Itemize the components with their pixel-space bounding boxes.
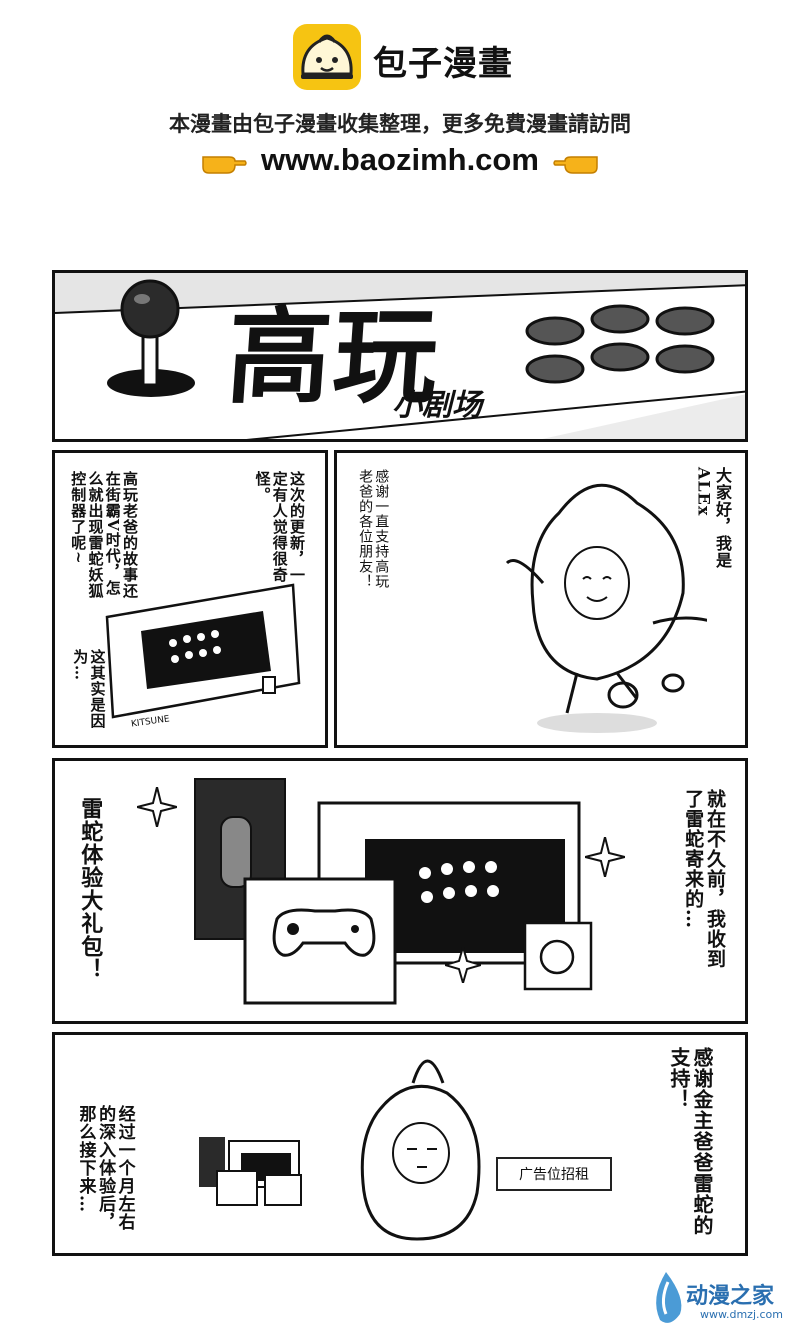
panel5-text-right: 感谢金主爸爸雷蛇的支持！ bbox=[667, 1047, 714, 1236]
footer-site-url: www.dmzj.com bbox=[700, 1308, 783, 1321]
sparkle-icon bbox=[585, 837, 625, 877]
razer-gift-pack-illustration bbox=[194, 778, 593, 1005]
pointing-hand-icon bbox=[553, 156, 598, 174]
bun-character-sitting bbox=[360, 1059, 481, 1241]
steamed-bun-logo-icon bbox=[293, 24, 361, 90]
panel-title bbox=[52, 270, 748, 442]
panel4-text-right: 就在不久前，我收到了雷蛇寄来的… bbox=[682, 789, 726, 969]
kitsune-controller-box bbox=[105, 583, 301, 719]
panel3-thanks: 感谢一直支持高玩老爸的各位朋友！ bbox=[357, 469, 390, 589]
site-url-link[interactable]: www.baozimh.com bbox=[261, 142, 539, 177]
panel-4: 就在不久前，我收到了雷蛇寄来的… 雷蛇体验大礼包！ bbox=[52, 758, 748, 1024]
panel-2: KITSUNE 这次的更新，一定有人觉得很奇怪。 高玩老爸的故事还在街霸V时代，… bbox=[52, 450, 328, 748]
arcade-buttons-icon bbox=[525, 304, 715, 384]
comic-subtitle: 小剧场 bbox=[392, 388, 482, 423]
panel-5: 经过一个月左右的深入体验后，那么接下来… 感谢金主爸爸雷蛇的支持！ bbox=[52, 1032, 748, 1256]
sparkle-icon bbox=[445, 947, 481, 983]
url-row: www.baozimh.com bbox=[0, 138, 800, 182]
footer-site-name: 动漫之家 bbox=[686, 1284, 775, 1309]
title-background-stripes bbox=[55, 273, 745, 439]
ad-sign: 广告位招租 bbox=[496, 1157, 612, 1191]
joystick-icon bbox=[107, 279, 195, 397]
panel2-text-a: 这次的更新，一定有人觉得很奇怪。 bbox=[253, 471, 307, 583]
panel5-text-left: 经过一个月左右的深入体验后，那么接下来… bbox=[75, 1105, 135, 1231]
sparkle-icon bbox=[607, 673, 685, 709]
panel2-text-c: 这其实是因为… bbox=[71, 649, 107, 729]
pointing-hand-icon bbox=[202, 156, 247, 174]
bun-character-waving bbox=[505, 483, 707, 733]
panel2-text-b: 高玩老爸的故事还在街霸V时代，怎么就出现雷蛇妖狐控制器了呢~ bbox=[69, 471, 139, 599]
panel4-text-left: 雷蛇体验大礼包！ bbox=[77, 797, 104, 981]
header-tagline: 本漫畫由包子漫畫收集整理，更多免費漫畫請訪問 bbox=[169, 112, 631, 136]
sparkle-icon bbox=[137, 787, 177, 827]
brand-header: 包子漫畫 bbox=[293, 24, 533, 94]
mini-gift-pack-illustration bbox=[199, 1137, 302, 1206]
dmzj-logo-icon bbox=[656, 1272, 682, 1323]
brand-name: 包子漫畫 bbox=[373, 44, 513, 84]
panel-3: 大家好，我是ALEx 感谢一直支持高玩老爸的各位朋友！ bbox=[334, 450, 748, 748]
panel3-greeting: 大家好，我是ALEx bbox=[694, 467, 732, 569]
